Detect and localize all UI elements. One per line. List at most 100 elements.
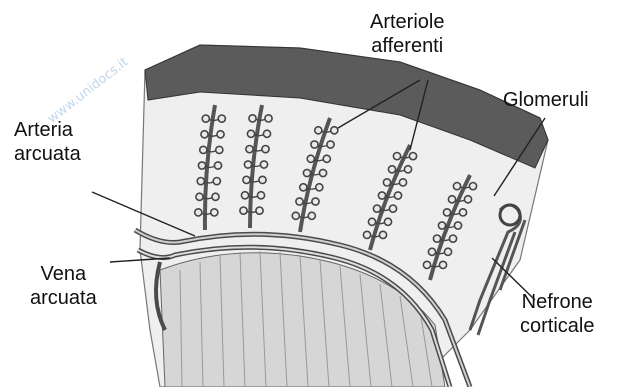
glomerulus bbox=[394, 192, 401, 199]
label-nefrone-corticale: Nefrone corticale bbox=[520, 290, 594, 338]
afferent-arteriole bbox=[253, 150, 258, 151]
glomerulus bbox=[198, 162, 205, 169]
glomerulus bbox=[262, 146, 269, 153]
afferent-arteriole bbox=[204, 182, 209, 183]
afferent-arteriole bbox=[375, 223, 380, 224]
glomerulus bbox=[393, 153, 400, 160]
afferent-arteriole bbox=[450, 227, 455, 228]
label-glomeruli: Glomeruli bbox=[503, 88, 589, 112]
glomerulus bbox=[263, 130, 270, 137]
glomerulus bbox=[247, 130, 254, 137]
glomerulus bbox=[292, 212, 299, 219]
afferent-arteriole bbox=[455, 213, 460, 214]
afferent-arteriole bbox=[455, 200, 460, 201]
glomerulus bbox=[454, 222, 461, 229]
afferent-arteriole bbox=[314, 160, 319, 161]
glomerulus bbox=[259, 176, 266, 183]
glomerulus bbox=[195, 209, 202, 216]
afferent-arteriole bbox=[326, 131, 331, 132]
afferent-arteriole bbox=[380, 210, 385, 211]
afferent-arteriole bbox=[304, 217, 309, 218]
glomerulus bbox=[308, 212, 315, 219]
label-nefrone-line2: corticale bbox=[520, 314, 594, 338]
afferent-arteriole bbox=[460, 187, 465, 188]
glomerulus bbox=[469, 183, 476, 190]
afferent-arteriole bbox=[440, 253, 445, 254]
afferent-arteriole bbox=[303, 203, 308, 204]
glomerulus bbox=[399, 179, 406, 186]
glomerulus bbox=[300, 184, 307, 191]
afferent-arteriole bbox=[214, 120, 219, 121]
label-arteria-line1: Arteria bbox=[14, 118, 81, 142]
afferent-arteriole bbox=[321, 131, 326, 132]
afferent-arteriole bbox=[258, 150, 263, 151]
afferent-arteriole bbox=[256, 119, 261, 120]
glomerulus bbox=[212, 193, 219, 200]
glomerulus bbox=[378, 192, 385, 199]
glomerulus bbox=[243, 176, 250, 183]
afferent-arteriole bbox=[256, 166, 261, 167]
glomerulus bbox=[389, 205, 396, 212]
glomerulus bbox=[241, 192, 248, 199]
afferent-arteriole bbox=[308, 203, 313, 204]
afferent-arteriole bbox=[251, 166, 256, 167]
afferent-arteriole bbox=[319, 160, 324, 161]
afferent-arteriole bbox=[323, 146, 328, 147]
glomerulus bbox=[265, 115, 272, 122]
afferent-arteriole bbox=[248, 196, 253, 197]
glomerulus bbox=[316, 184, 323, 191]
afferent-arteriole bbox=[395, 183, 400, 184]
afferent-arteriole bbox=[261, 119, 266, 120]
afferent-arteriole bbox=[209, 120, 214, 121]
afferent-arteriole bbox=[435, 253, 440, 254]
afferent-arteriole bbox=[385, 210, 390, 211]
glomerulus bbox=[240, 207, 247, 214]
label-glomeruli-text: Glomeruli bbox=[503, 88, 589, 112]
afferent-arteriole bbox=[405, 157, 410, 158]
afferent-arteriole bbox=[315, 174, 320, 175]
glomerulus bbox=[197, 178, 204, 185]
glomerulus bbox=[363, 231, 370, 238]
afferent-arteriole bbox=[306, 188, 311, 189]
glomerulus bbox=[453, 183, 460, 190]
glomerulus bbox=[213, 178, 220, 185]
glomerulus bbox=[327, 141, 334, 148]
afferent-arteriole bbox=[435, 266, 440, 267]
glomerulus bbox=[246, 146, 253, 153]
afferent-arteriole bbox=[465, 187, 470, 188]
afferent-arteriole bbox=[440, 240, 445, 241]
afferent-arteriole bbox=[213, 135, 218, 136]
glomerulus bbox=[249, 115, 256, 122]
glomerulus bbox=[201, 131, 208, 138]
afferent-arteriole bbox=[395, 170, 400, 171]
afferent-arteriole bbox=[208, 198, 213, 199]
label-nefrone-line1: Nefrone bbox=[520, 290, 594, 314]
label-vena-line2: arcuata bbox=[30, 286, 97, 310]
afferent-arteriole bbox=[310, 174, 315, 175]
afferent-arteriole bbox=[255, 181, 260, 182]
glomerulus bbox=[312, 198, 319, 205]
glomerulus bbox=[196, 193, 203, 200]
afferent-arteriole bbox=[254, 135, 259, 136]
glomerulus bbox=[303, 169, 310, 176]
afferent-arteriole bbox=[385, 197, 390, 198]
afferent-arteriole bbox=[206, 151, 211, 152]
label-arteria-line2: arcuata bbox=[14, 142, 81, 166]
glomerulus bbox=[256, 207, 263, 214]
label-arteria-arcuata: Arteria arcuata bbox=[14, 118, 81, 166]
afferent-arteriole bbox=[208, 135, 213, 136]
afferent-arteriole bbox=[400, 157, 405, 158]
glomerulus bbox=[404, 166, 411, 173]
glomerulus bbox=[379, 231, 386, 238]
afferent-arteriole bbox=[445, 240, 450, 241]
afferent-arteriole bbox=[375, 236, 380, 237]
glomerulus bbox=[439, 261, 446, 268]
afferent-arteriole bbox=[247, 212, 252, 213]
afferent-arteriole bbox=[450, 213, 455, 214]
glomerulus bbox=[331, 127, 338, 134]
glomerulus bbox=[464, 196, 471, 203]
afferent-arteriole bbox=[203, 198, 208, 199]
glomerulus bbox=[409, 153, 416, 160]
glomerulus bbox=[368, 218, 375, 225]
